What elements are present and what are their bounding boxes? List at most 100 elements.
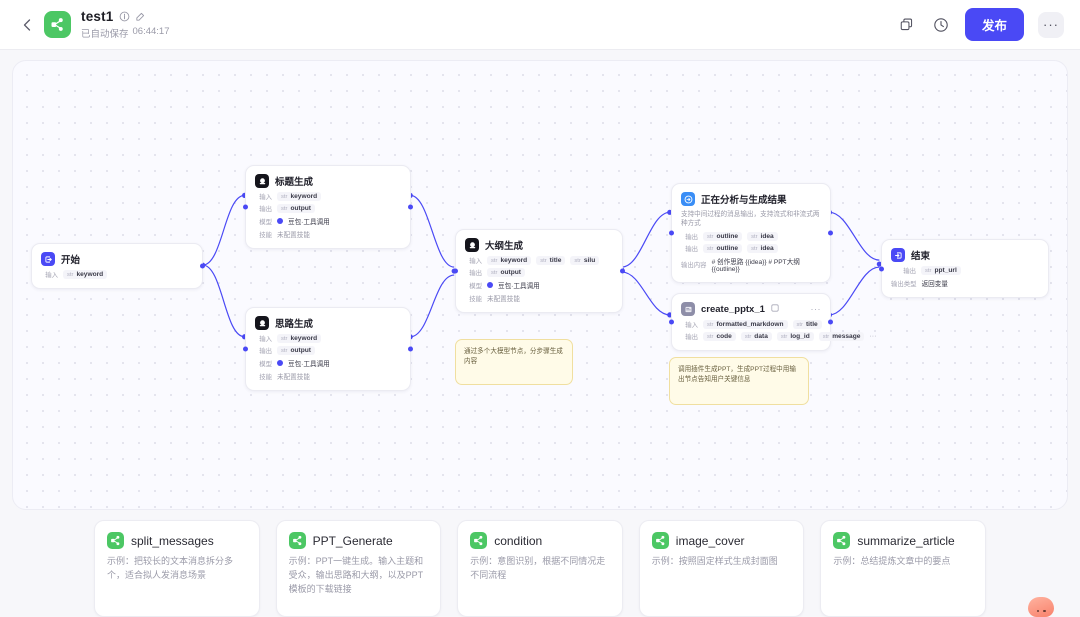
node-row: 输入 str keyword bbox=[255, 334, 401, 343]
variable-chip: str idea bbox=[747, 244, 778, 254]
page-title: test1 bbox=[81, 9, 114, 24]
output-content-value: # 创作思路 {{idea}} # PPT大纲 {{outline}} bbox=[711, 259, 800, 274]
variable-chip: str message bbox=[818, 332, 865, 341]
variable-chip: str keyword bbox=[63, 270, 108, 279]
model-dot-icon bbox=[277, 360, 283, 366]
node-row: 输出 str ppt_url bbox=[891, 266, 1039, 275]
chip-name: output bbox=[500, 269, 521, 276]
chip-name: message bbox=[832, 333, 861, 340]
template-card-summarize-article[interactable]: summarize_article 示例：总结提炼文章中的要点 bbox=[820, 520, 986, 617]
chip-type: str bbox=[281, 193, 288, 200]
bubble-eye-left bbox=[1036, 609, 1039, 612]
workflow-card-icon bbox=[107, 532, 124, 549]
autosave-label: 已自动保存 bbox=[81, 29, 129, 40]
template-card-image-cover[interactable]: image_cover 示例：按照固定样式生成封面图 bbox=[638, 520, 805, 617]
input-port[interactable] bbox=[669, 319, 674, 325]
chip-type: str bbox=[751, 233, 758, 240]
chip-name: formatted_markdown bbox=[716, 321, 784, 328]
llm-node-icon bbox=[255, 174, 269, 188]
output-port[interactable] bbox=[620, 268, 625, 274]
input-port[interactable] bbox=[243, 346, 248, 352]
back-button[interactable] bbox=[16, 14, 38, 36]
workflow-canvas[interactable]: 开始 输入 str keyword 标题生成 输入 bbox=[12, 60, 1068, 510]
template-card-condition[interactable]: condition 示例：意图识别，根据不同情况走不同流程 bbox=[457, 520, 623, 617]
template-description: 示例：PPT一键生成。输入主题和受众，输出思路和大纲，以及PPT模板的下载链接 bbox=[288, 556, 424, 594]
template-name: condition bbox=[494, 533, 543, 548]
row-label: 模型 bbox=[469, 282, 482, 290]
node-header: create_pptx_1 ··· bbox=[681, 302, 821, 316]
node-title: create_pptx_1 bbox=[701, 303, 765, 315]
more-options-button[interactable]: ··· bbox=[1038, 11, 1064, 38]
overflow-ellipsis[interactable]: ··· bbox=[869, 333, 877, 340]
node-row: 输入 str formatted_markdown str title bbox=[681, 320, 822, 329]
output-port[interactable] bbox=[828, 230, 833, 236]
node-row: 模型 豆包·工具调用 bbox=[255, 358, 401, 368]
row-label: 输出内容 bbox=[681, 262, 707, 270]
row-label: 模型 bbox=[259, 218, 272, 226]
chip-name: keyword bbox=[500, 257, 528, 264]
duplicate-icon[interactable] bbox=[897, 15, 917, 35]
node-title: 结束 bbox=[911, 251, 931, 262]
template-card-ppt-generate[interactable]: PPT_Generate 示例：PPT一键生成。输入主题和受众，输出思路和大纲，… bbox=[275, 520, 442, 617]
sticky-note-right[interactable]: 调用插件生成PPT，生成PPT过程中用输出节点告知用户关键信息 bbox=[669, 357, 809, 405]
node-more-button[interactable]: ··· bbox=[810, 304, 821, 314]
node-end[interactable]: 结束 输出 str ppt_url 输出类型 返回变量 bbox=[879, 239, 1049, 298]
node-row: 输出 str outline str idea bbox=[681, 244, 821, 254]
autosave-status: 已自动保存 06:44:17 bbox=[81, 26, 170, 40]
sticky-note-left[interactable]: 通过多个大模型节点，分步骤生成内容 bbox=[455, 339, 573, 385]
chip-name: outline bbox=[716, 245, 739, 253]
template-card-split-messages[interactable]: split_messages 示例：把较长的文本消息拆分多个，适合拟人发消息场景 bbox=[94, 520, 260, 617]
row-label: 输出类型 bbox=[891, 280, 917, 288]
node-title: 正在分析与生成结果 bbox=[701, 195, 787, 206]
row-label: 技能 bbox=[469, 295, 482, 303]
model-dot-icon bbox=[487, 282, 493, 288]
chip-type: str bbox=[574, 257, 581, 264]
output-port[interactable] bbox=[408, 346, 413, 352]
input-port[interactable] bbox=[669, 230, 674, 236]
edit-pencil-icon[interactable] bbox=[135, 11, 146, 22]
node-analyzing-output[interactable]: 正在分析与生成结果 支持中间过程的消息输出，支持流式和非流式两种方式 输出 st… bbox=[669, 183, 833, 284]
chip-type: str bbox=[822, 333, 830, 340]
top-bar-actions: 发布 ··· bbox=[897, 8, 1064, 41]
node-row: 输入 str keyword str title str silu bbox=[465, 256, 613, 265]
chip-type: str bbox=[707, 321, 714, 328]
chip-type: str bbox=[707, 233, 714, 240]
template-description: 示例：按照固定样式生成封面图 bbox=[651, 556, 778, 566]
node-outline-generate[interactable]: 大纲生成 输入 str keyword str title str silu 输… bbox=[453, 229, 625, 313]
variable-chip: str formatted_markdown bbox=[703, 320, 788, 329]
info-circle-icon[interactable] bbox=[119, 11, 130, 22]
node-row: 技能 未配置技能 bbox=[255, 229, 401, 240]
input-port[interactable] bbox=[453, 268, 458, 274]
input-port[interactable] bbox=[243, 204, 248, 210]
start-node-icon bbox=[41, 252, 55, 266]
node-idea-generate[interactable]: 思路生成 输入 str keyword 输出 str output 模型 豆包·… bbox=[243, 307, 413, 391]
publish-button[interactable]: 发布 bbox=[964, 8, 1024, 41]
model-name: 豆包·工具调用 bbox=[288, 361, 330, 368]
workflow-card-icon bbox=[651, 532, 669, 549]
node-title: 标题生成 bbox=[275, 177, 314, 188]
output-port[interactable] bbox=[828, 319, 833, 325]
chip-name: keyword bbox=[76, 271, 104, 278]
chip-name: keyword bbox=[290, 335, 318, 342]
variable-chip: str data bbox=[740, 332, 772, 341]
chip-type: str bbox=[796, 321, 803, 328]
chip-type: str bbox=[540, 257, 547, 264]
skill-value: 未配置技能 bbox=[277, 374, 310, 381]
node-start[interactable]: 开始 输入 str keyword bbox=[31, 243, 205, 289]
template-name: summarize_article bbox=[857, 533, 955, 548]
autosave-time: 06:44:17 bbox=[132, 26, 170, 37]
output-port[interactable] bbox=[408, 204, 413, 210]
row-label: 输入 bbox=[259, 194, 272, 201]
clock-history-icon[interactable] bbox=[931, 15, 951, 35]
chip-name: silu bbox=[583, 257, 596, 264]
node-create-pptx[interactable]: create_pptx_1 ··· 输入 str formatted_markd… bbox=[669, 293, 876, 351]
workflow-card-icon bbox=[470, 532, 488, 549]
assistant-bubble-icon[interactable] bbox=[1028, 597, 1054, 617]
plugin-node-icon bbox=[681, 302, 695, 316]
input-port[interactable] bbox=[879, 266, 884, 271]
row-label: 技能 bbox=[259, 373, 272, 381]
output-port[interactable] bbox=[200, 263, 205, 269]
row-label: 模型 bbox=[259, 360, 272, 368]
node-header: 大纲生成 bbox=[465, 238, 613, 252]
node-title-generate[interactable]: 标题生成 输入 str keyword 输出 str output 模型 豆包·… bbox=[243, 165, 413, 249]
